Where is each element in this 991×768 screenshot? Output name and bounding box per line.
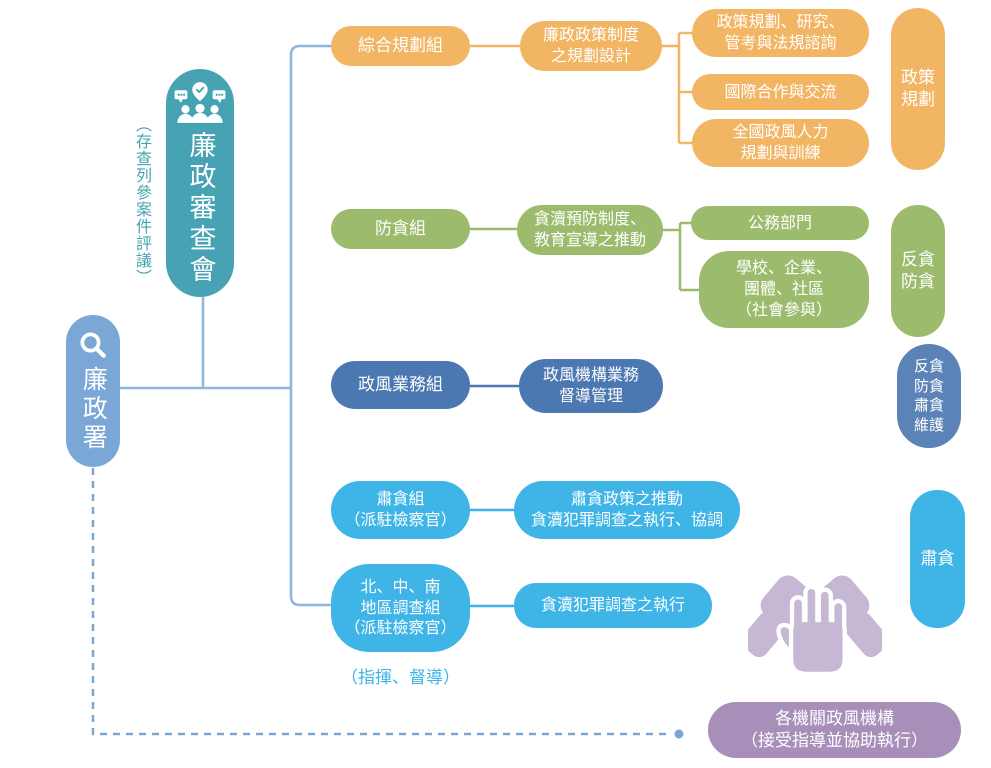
group-label-line: 地區調查組	[360, 597, 441, 617]
category-label-line: 維護	[913, 415, 944, 434]
root-agency-pill: 廉政署	[66, 315, 120, 467]
review-committee-label: 廉政審查會	[184, 130, 216, 286]
external-agency-pill: 各機關政風機構 （接受指導並協助執行）	[708, 702, 961, 758]
sub-pill-ethics-manpower: 全國政風人力 規劃與訓練	[692, 119, 869, 167]
task-pill-planning: 廉政政策制度 之規劃設計	[520, 21, 662, 71]
sub-label-line: 公務部門	[747, 212, 812, 232]
group-label: 防貪組	[375, 218, 426, 239]
category-label-line: 防貪	[913, 376, 944, 395]
sub-label-line: 規劃與訓練	[740, 143, 821, 162]
category-pill-policy-planning: 政策 規劃	[891, 8, 945, 170]
sub-label-line: （社會參與）	[735, 299, 832, 319]
category-pill-enforcement: 肅貪	[910, 490, 965, 628]
task-label-line: 肅貪政策之推動	[570, 489, 683, 509]
group-label-line: 肅貪組	[376, 489, 425, 509]
command-supervise-note: （指揮、督導）	[341, 668, 460, 688]
group-label: 政風業務組	[358, 374, 443, 395]
sub-pill-international: 國際合作與交流	[692, 74, 869, 110]
task-pill-regional-investigation: 貪瀆犯罪調查之執行	[514, 583, 712, 628]
task-pill-ethics-affairs: 政風機構業務 督導管理	[519, 359, 663, 413]
review-committee-pill: 廉政審查會	[166, 69, 234, 297]
magnifier-icon	[78, 330, 108, 360]
task-label-line: 貪瀆犯罪調查之執行、協調	[530, 510, 723, 529]
external-agency-line: （接受指導並協助執行）	[741, 731, 928, 751]
task-label-line: 之規劃設計	[550, 46, 631, 65]
category-label-line: 防貪	[901, 272, 935, 292]
category-pill-all-functions: 反貪 防貪 肅貪 維護	[897, 344, 961, 448]
sub-pill-public-sector: 公務部門	[691, 206, 869, 240]
group-pill-regional-investigation: 北、中、南 地區調查組 （派駐檢察官）	[331, 564, 470, 652]
category-label-line: 反貪	[901, 249, 935, 270]
category-label-line: 政策	[901, 67, 935, 88]
sub-label-line: 管考與法規諮詢	[724, 33, 837, 52]
group-label-line: （派駐檢察官）	[344, 510, 457, 529]
category-label-line: 肅貪	[920, 548, 955, 569]
task-pill-prevention: 貪瀆預防制度、 教育宣導之推動	[517, 205, 663, 255]
review-committee-note: （存查列參案件評議）	[133, 116, 152, 286]
root-agency-label: 廉政署	[79, 365, 109, 453]
category-label-line: 肅貪	[913, 396, 944, 414]
group-pill-prevention: 防貪組	[331, 209, 470, 249]
sub-label-line: 學校、企業、	[735, 258, 832, 278]
task-label-line: 廉政政策制度	[542, 25, 639, 45]
group-pill-ethics-affairs: 政風業務組	[331, 361, 470, 409]
sub-label-line: 國際合作與交流	[724, 81, 837, 101]
category-label-line: 規劃	[901, 90, 935, 110]
sub-pill-policy-research: 政策規劃、研究、 管考與法規諮詢	[692, 9, 869, 57]
hands-together-icon	[741, 556, 889, 702]
task-label-line: 政風機構業務	[542, 365, 639, 385]
category-pill-anti-prevention: 反貪 防貪	[891, 205, 945, 337]
group-label-line: （派駐檢察官）	[344, 618, 457, 638]
category-label-line: 反貪	[913, 357, 944, 375]
sub-pill-social-participation: 學校、企業、 團體、社區 （社會參與）	[699, 251, 869, 328]
task-pill-enforcement: 肅貪政策之推動 貪瀆犯罪調查之執行、協調	[514, 481, 740, 539]
task-label-line: 教育宣導之推動	[533, 230, 646, 249]
task-label-line: 貪瀆犯罪調查之執行	[540, 595, 685, 615]
group-label-line: 北、中、南	[360, 576, 441, 596]
group-label: 綜合規劃組	[358, 35, 443, 56]
committee-people-icon	[171, 81, 229, 123]
task-label-line: 督導管理	[558, 386, 623, 405]
external-agency-line: 各機關政風機構	[775, 708, 894, 729]
group-pill-enforcement: 肅貪組 （派駐檢察官）	[331, 481, 470, 539]
task-label-line: 貪瀆預防制度、	[533, 209, 646, 229]
sub-label-line: 政策規劃、研究、	[716, 12, 845, 32]
group-pill-planning: 綜合規劃組	[331, 26, 470, 66]
sub-label-line: 全國政風人力	[732, 122, 829, 142]
sub-label-line: 團體、社區	[743, 279, 824, 299]
